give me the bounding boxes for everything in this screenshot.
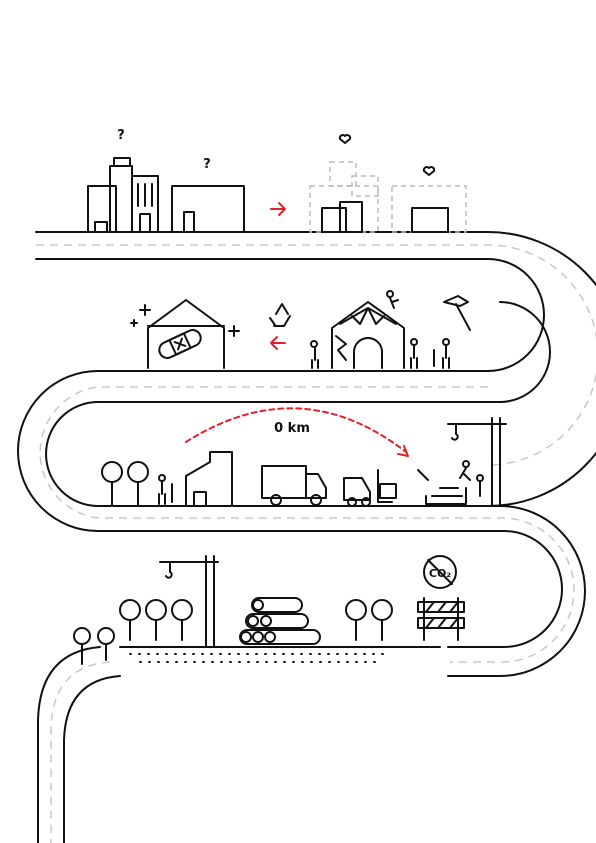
ground-dots — [129, 653, 391, 663]
recycle-icon — [269, 303, 291, 327]
arrow-icon — [397, 445, 409, 457]
no-co2-icon: CO₂ — [423, 555, 457, 589]
lane-marking — [36, 244, 596, 466]
tree-icon — [73, 599, 393, 665]
arrow-icon — [270, 202, 286, 216]
lane-marking-2 — [39, 386, 575, 663]
truck-icon — [261, 465, 327, 506]
arrow-icon — [270, 336, 286, 350]
log-pile-icon — [239, 597, 321, 645]
winding-road — [17, 231, 596, 843]
co2-label: CO₂ — [429, 567, 451, 580]
bandage-icon — [158, 329, 202, 359]
row-repair — [130, 290, 471, 369]
road-lower-outer — [97, 505, 586, 677]
road-edge-1 — [17, 258, 563, 648]
repaired-house — [147, 299, 225, 369]
row-vacant-buildings: ? ? — [87, 128, 467, 233]
brick-stack — [417, 469, 467, 505]
barrier-icon — [417, 597, 465, 641]
distance-label: 0 km — [274, 421, 310, 436]
crane-icon — [447, 417, 507, 507]
heart-icon — [422, 166, 436, 176]
road-descent-b — [63, 675, 121, 843]
hammer-icon — [443, 295, 471, 331]
forklift-icon — [343, 469, 397, 507]
road-outer-edge — [35, 231, 596, 507]
heart-icon — [338, 134, 352, 144]
factory-icon — [185, 451, 233, 507]
worker-icon — [310, 340, 319, 369]
tree-icon — [101, 461, 149, 507]
lane-marking-3 — [50, 661, 111, 843]
worker-icon — [410, 338, 418, 369]
tall-buildings — [87, 157, 159, 233]
road-descent-a — [37, 646, 101, 843]
worker-icon — [459, 460, 484, 497]
reuse-arc — [185, 407, 407, 453]
damaged-building — [331, 301, 405, 369]
ghost-buildings — [309, 161, 467, 233]
low-building — [171, 185, 245, 233]
worker-icon — [386, 290, 399, 309]
crane-icon — [159, 555, 219, 648]
question-icon: ? — [117, 128, 125, 143]
row-materials: CO₂ — [73, 555, 465, 665]
sparkle-icon — [130, 304, 151, 327]
row-local-reuse: 0 km — [101, 407, 507, 507]
worker-icon — [433, 338, 450, 369]
sparkle-icon — [228, 325, 240, 337]
question-icon: ? — [203, 157, 211, 172]
worker-icon — [158, 474, 173, 505]
